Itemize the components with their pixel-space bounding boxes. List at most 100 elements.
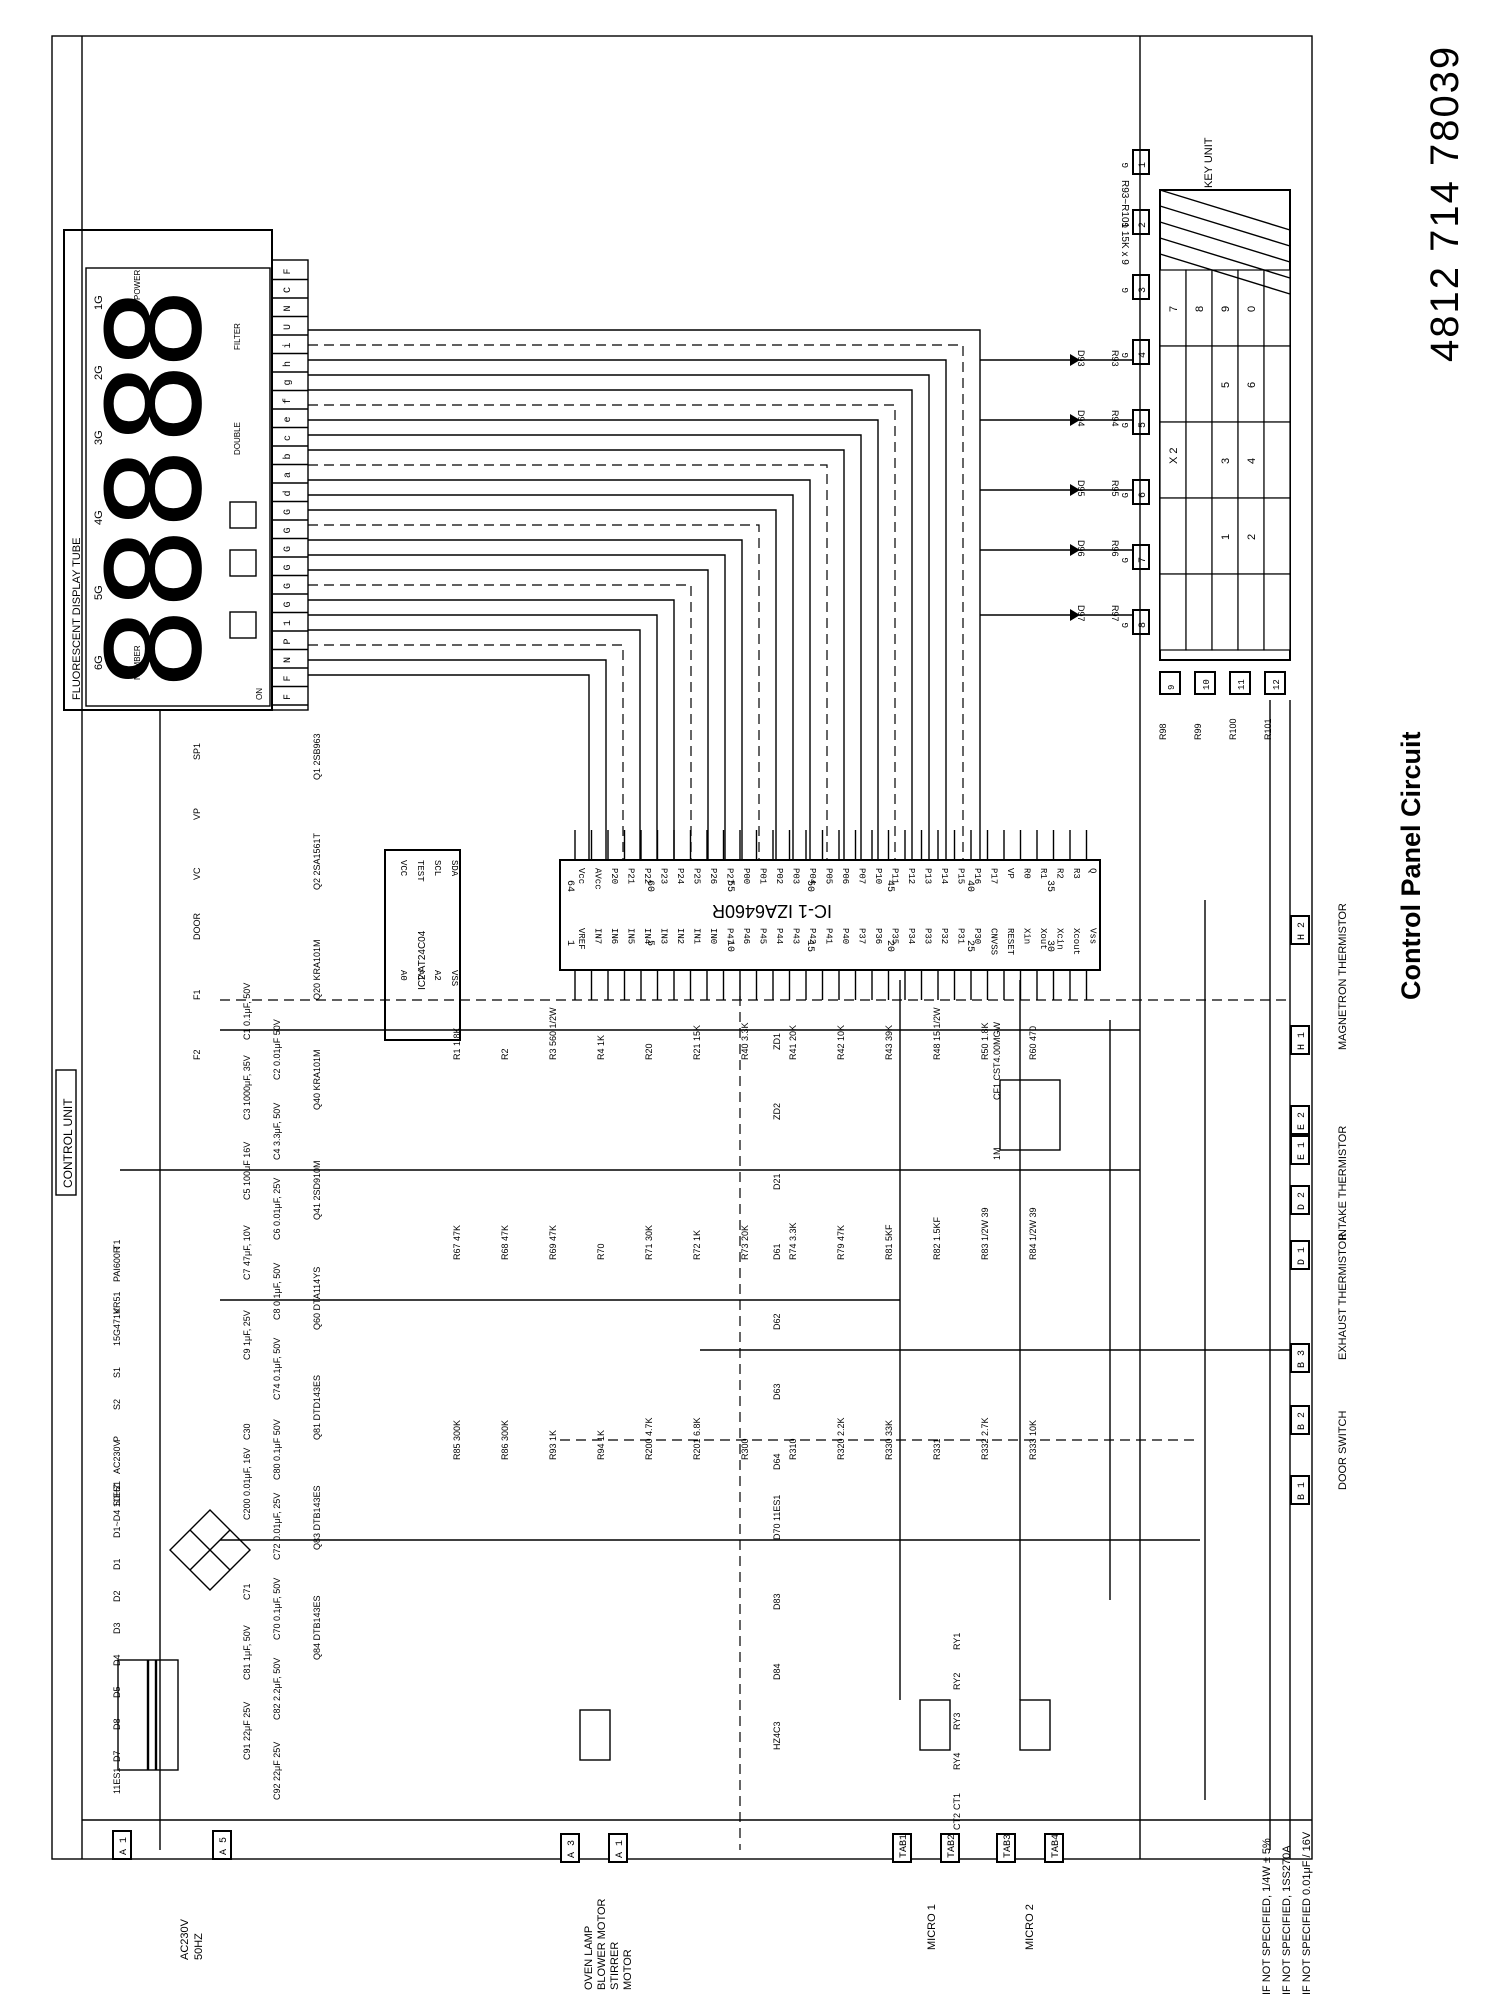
ic-pin-label: AVcc — [593, 868, 603, 890]
key-connector-label: 3 — [1138, 287, 1149, 293]
intake-thermistor-label: INTAKE THERMISTOR — [1337, 1126, 1349, 1240]
component-label-caps: C80 0.1μF 50V — [272, 1419, 282, 1480]
ic-pin-label: P47 — [725, 928, 735, 944]
component-label-power: D8 — [112, 1718, 122, 1730]
key-resistor-label: R100 — [1228, 718, 1238, 740]
display-digits: 8 8 8 8 8 — [79, 287, 231, 690]
ic-pin-label: P37 — [857, 928, 867, 944]
key-cell — [1185, 421, 1213, 499]
key-connector-prefix: G — [1121, 493, 1131, 498]
ic-pin-label: R0 — [1022, 868, 1032, 879]
component-label-misc: VP — [192, 808, 202, 820]
component-label-power: D1 — [112, 1558, 122, 1570]
key-cell — [1185, 573, 1213, 651]
display-pin: c — [283, 435, 294, 441]
ic-pin-label: P42 — [807, 928, 817, 944]
connector-right — [1290, 1025, 1310, 1055]
bus-line — [308, 449, 845, 860]
component-label-transistors: Q83 DTB143ES — [312, 1485, 322, 1550]
display-pin: i — [282, 342, 294, 348]
component-label-relays: RY4 — [952, 1753, 962, 1770]
bus-line — [308, 524, 760, 860]
note-resistor: IF NOT SPECIFIED, 1/4W ± 5% — [1261, 1838, 1273, 1995]
component-label-resistors: R85 300K — [452, 1420, 462, 1460]
component-label-resistors: R20 — [644, 1043, 654, 1060]
connector-right-label: E 2 — [1297, 1112, 1308, 1130]
bus-line — [308, 554, 726, 860]
component-label-power: D1~D4 11ES1 — [112, 1481, 122, 1538]
key-label: X 2 — [1168, 447, 1180, 464]
key-hatch — [1159, 237, 1291, 279]
ic-pin-label: P20 — [609, 868, 619, 884]
display-bus — [308, 329, 981, 860]
bus-line — [308, 644, 624, 860]
eeprom-pin-label: A0 — [398, 970, 408, 981]
bus-line — [308, 374, 930, 860]
relay-ry1 — [579, 1709, 611, 1761]
key-resistor-label: R94 — [1110, 410, 1120, 427]
component-label-resistors: R200 4.7K — [644, 1417, 654, 1460]
component-label-diodes: D83 — [772, 1593, 782, 1610]
component-label-resistors: R70 — [596, 1243, 606, 1260]
component-label-resistors: R4 1K — [596, 1035, 606, 1060]
connector-right — [1290, 915, 1310, 945]
key-cell — [1211, 345, 1239, 423]
ic-pin-label: P11 — [890, 868, 900, 884]
component-label-caps: C9 1μF, 25V — [242, 1310, 252, 1360]
key-connector-label: 5 — [1138, 422, 1149, 428]
component-label-resistors: R82 1.5KF — [932, 1216, 942, 1260]
ic-pin-label: P46 — [741, 928, 751, 944]
bus-line — [308, 599, 675, 860]
key-cell — [1263, 421, 1291, 499]
component-label-resistors: R79 47K — [836, 1225, 846, 1260]
ic-pin-label: P32 — [939, 928, 949, 944]
component-label-resistors: R331 — [932, 1438, 942, 1460]
display-pin: h — [282, 361, 294, 367]
ic-pin-label: Vcc — [576, 868, 586, 884]
key-cell — [1237, 573, 1265, 651]
connector-right — [1290, 1343, 1310, 1373]
key-connector-label: 12 — [1272, 679, 1282, 690]
display-pin: a — [283, 472, 294, 478]
ic-pin-label: P31 — [956, 928, 966, 944]
component-label-diodes: D84 — [772, 1663, 782, 1680]
component-label-resistors: R21 15K — [692, 1025, 702, 1060]
key-cell — [1159, 497, 1187, 575]
key-label: 4 — [1246, 458, 1258, 464]
ic-pin-number: 40 — [964, 880, 975, 892]
key-diode-label: D96 — [1076, 540, 1086, 557]
fluorescent-display: FLUORESCENT DISPLAY TUBE 8 8 8 8 8 POWER… — [63, 229, 309, 711]
grid-label: 5G — [93, 585, 105, 600]
ic-pin-label: P40 — [840, 928, 850, 944]
component-label-resistors: R71 30K — [644, 1225, 654, 1260]
ic-pin-label: IN1 — [692, 928, 702, 944]
ic-pin-label: RESET — [1005, 928, 1015, 956]
component-label-caps: C70 0.1μF, 50V — [272, 1578, 282, 1640]
component-label-resistors: R84 1/2W 39 — [1028, 1207, 1038, 1260]
key-label: 0 — [1246, 306, 1258, 312]
sheet-border — [51, 35, 1313, 1860]
connector-bottom — [892, 1833, 912, 1863]
ic-pin-label: IN2 — [675, 928, 685, 944]
ic-pin-label: P04 — [807, 868, 817, 884]
component-label-resistors: R93 1K — [548, 1430, 558, 1460]
display-pin: U — [283, 324, 294, 330]
display-word: ON — [255, 688, 264, 700]
eeprom-pin-label: TEST — [415, 860, 425, 882]
bus-line — [308, 539, 743, 860]
display-pin: b — [282, 453, 294, 459]
component-label-resistors: R300 — [740, 1438, 750, 1460]
key-connector — [1159, 671, 1181, 695]
ic-pin-label: P17 — [989, 868, 999, 884]
page-title: Control Panel Circuit — [1396, 731, 1426, 1000]
key-connector-label: 8 — [1138, 622, 1149, 628]
component-label-misc: F2 — [192, 1049, 202, 1060]
component-label-resistors: R42 10K — [836, 1025, 846, 1060]
key-connector — [1132, 409, 1150, 435]
component-label-resistors: R41 20K — [788, 1025, 798, 1060]
key-connector — [1132, 209, 1150, 235]
digit-4: 8 — [79, 362, 231, 445]
